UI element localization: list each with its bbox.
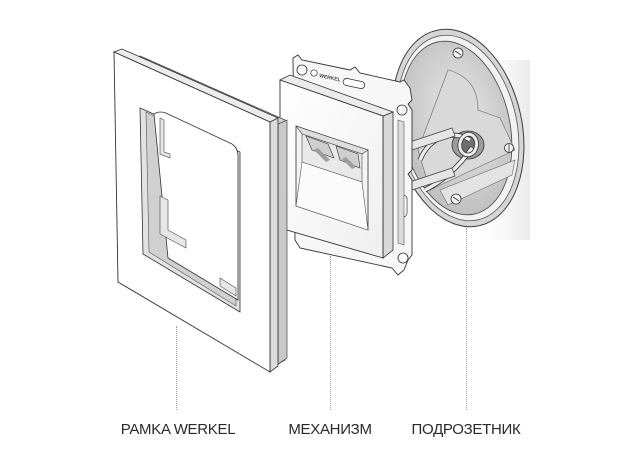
mounting-box-illustration [391,28,530,240]
brand-mark-text: WERKEL [319,73,341,83]
frame-illustration [112,48,288,373]
screw-icon [450,193,462,205]
screw-icon [452,47,464,59]
label-mechanism: МЕХАНИЗМ [288,421,372,438]
leader-line-frame [176,326,177,410]
label-mounting-box: ПОДРОЗЕТНИК [411,421,521,438]
label-frame: PAMKA WERKEL [120,421,236,438]
leader-line-mechanism [330,256,331,410]
leader-line-mounting-box [466,228,467,410]
mechanism-illustration: WERKEL [278,54,413,276]
brand-logo-icon: WERKEL [310,69,341,83]
screw-icon [504,143,514,153]
